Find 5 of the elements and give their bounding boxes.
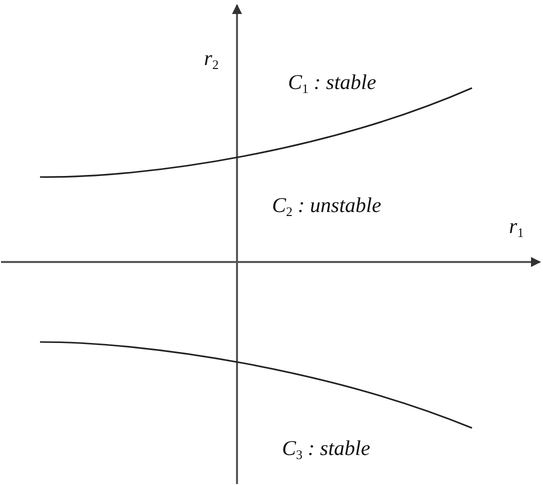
region-label: C$_{2}$ : unstable — [272, 193, 382, 217]
axis-label: r$_{1}$ — [509, 214, 524, 238]
region-label: C$_{3}$ : stable — [282, 436, 370, 460]
region-label: C$_{1}$ : stable — [288, 70, 376, 94]
axis-label: r$_{2}$ — [204, 46, 219, 70]
